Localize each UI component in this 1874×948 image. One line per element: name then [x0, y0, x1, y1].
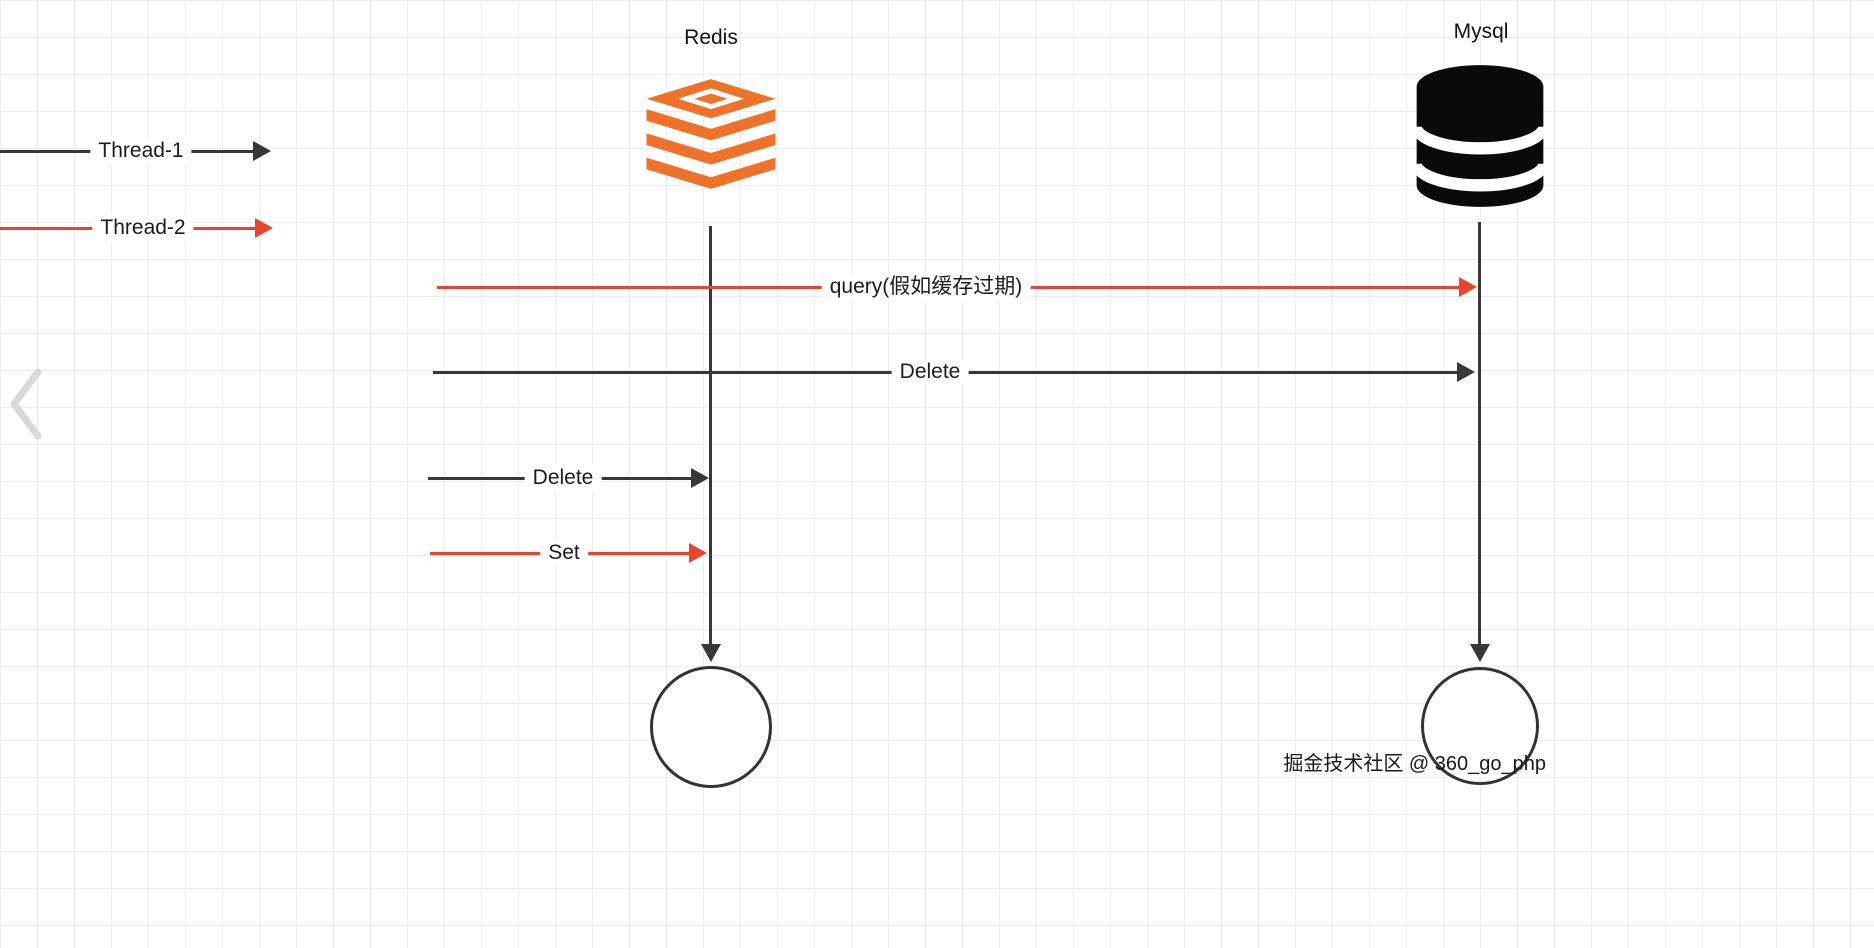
message-delete-mysql-arrowhead-icon: [1457, 362, 1475, 382]
message-query-label: query(假如缓存过期): [821, 273, 1031, 301]
mysql-lifeline: [1478, 222, 1481, 645]
message-delete-mysql-label: Delete: [891, 358, 969, 386]
redis-endpoint-circle: [650, 666, 772, 788]
redis-icon: [636, 78, 786, 190]
message-delete-redis-arrowhead-icon: [691, 468, 709, 488]
mysql-lifeline-arrowhead-icon: [1470, 644, 1490, 662]
message-set-arrowhead-icon: [689, 543, 707, 563]
mysql-database-icon: [1411, 62, 1549, 210]
prev-arrow-icon[interactable]: [6, 368, 46, 440]
legend-thread1-label: Thread-1: [90, 137, 192, 165]
legend-thread2-arrowhead-icon: [255, 218, 273, 238]
message-delete-redis-label: Delete: [524, 464, 602, 492]
mysql-node-label: Mysql: [1453, 20, 1509, 43]
mysql-endpoint-circle: [1421, 667, 1539, 785]
watermark-text: 掘金技术社区 @ 360_go_php: [1283, 753, 1546, 775]
redis-lifeline-arrowhead-icon: [701, 644, 721, 662]
message-set-label: Set: [540, 539, 588, 567]
redis-node-label: Redis: [684, 26, 738, 49]
legend-thread2-label: Thread-2: [92, 214, 194, 242]
message-query-arrowhead-icon: [1459, 277, 1477, 297]
legend-thread1-arrowhead-icon: [253, 141, 271, 161]
redis-lifeline: [709, 226, 712, 645]
